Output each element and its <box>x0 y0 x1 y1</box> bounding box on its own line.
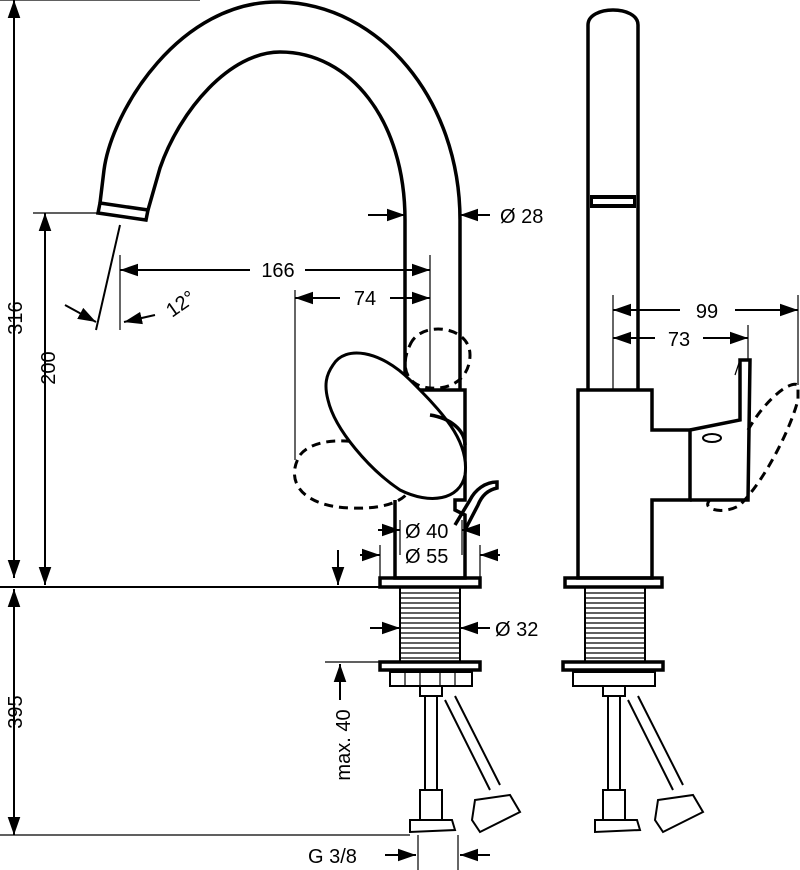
dim-side-depth-handle: 73 <box>668 329 690 351</box>
side-handle <box>689 358 752 502</box>
dim-spout-angle: 12° <box>162 287 199 322</box>
dim-overall-height: 316 <box>5 301 27 334</box>
spout-outline <box>98 0 462 390</box>
dim-connection: G 3/8 <box>308 846 357 868</box>
dim-max-thickness: max. 40 <box>333 709 355 780</box>
handle-hub <box>429 413 467 446</box>
dim-base-diameter-small: Ø 40 <box>405 521 448 543</box>
side-threaded-shank <box>584 586 646 663</box>
supply-hoses <box>409 695 522 834</box>
dim-side-depth-total: 99 <box>696 301 718 323</box>
side-handle-alt-position <box>706 382 800 512</box>
handle-lever <box>324 351 468 500</box>
handle-alt-position-up <box>403 327 472 390</box>
dim-spout-height: 200 <box>38 351 60 384</box>
side-view: 99 73 <box>561 8 800 834</box>
dim-reach-handle: 74 <box>354 288 376 310</box>
dim-below-counter: 395 <box>5 695 27 728</box>
dim-base-diameter-large: Ø 55 <box>405 546 448 568</box>
handle-alt-position-left <box>293 439 414 510</box>
mounting-nut <box>389 671 473 687</box>
dim-reach-total: 166 <box>261 260 294 282</box>
side-spout <box>586 8 640 390</box>
front-view: 316 200 12° 166 74 Ø 28 Ø 40 <box>0 0 543 870</box>
threaded-shank <box>399 586 461 663</box>
base-plate <box>378 576 482 589</box>
spout-inner-outline <box>146 50 407 390</box>
aerator <box>95 201 151 222</box>
side-supply-hoses <box>594 695 705 834</box>
dim-shank-diameter: Ø 32 <box>495 619 538 641</box>
side-body <box>576 388 692 580</box>
dim-spout-diameter: Ø 28 <box>500 206 543 228</box>
mounting-plate <box>378 660 482 672</box>
popup-lever <box>453 480 499 531</box>
